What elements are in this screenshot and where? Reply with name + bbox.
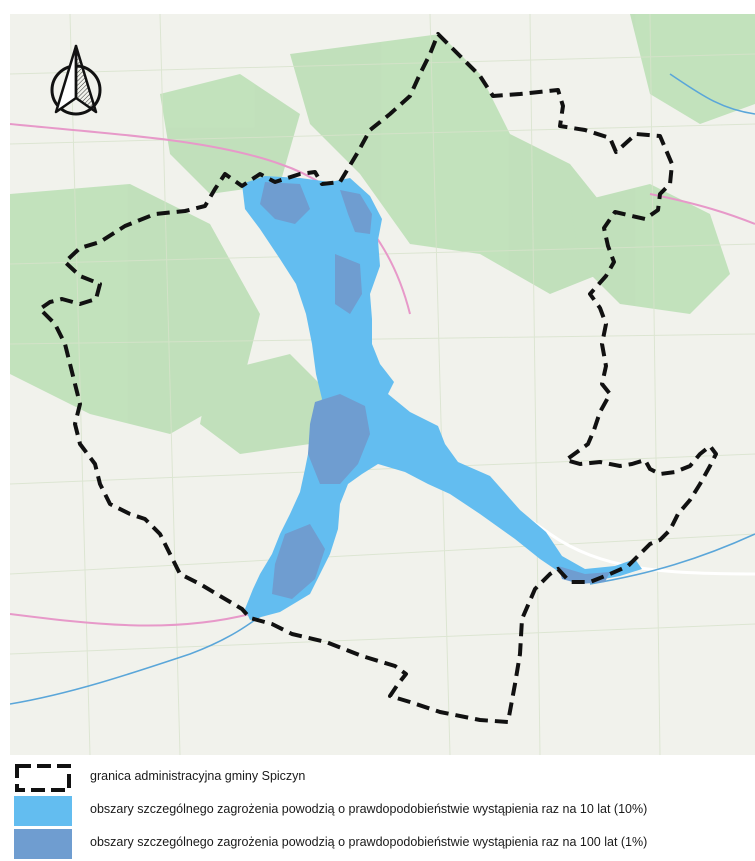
forest-east xyxy=(570,184,730,314)
rivers xyxy=(10,73,755,705)
legend-label-flood-10: obszary szczególnego zagrożenia powodzią… xyxy=(90,802,648,816)
forest-center xyxy=(200,354,330,454)
road-regional-east xyxy=(649,193,755,225)
flood-zone-100[interactable] xyxy=(260,182,610,599)
legend-label-boundary: granica administracyjna gminy Spiczyn xyxy=(90,769,306,783)
forest-northwest xyxy=(160,74,300,194)
gmina-boundary[interactable] xyxy=(38,32,718,724)
legend-item-flood-100: obszary szczególnego zagrożenia powodzią… xyxy=(14,829,754,861)
flood-100-north-west xyxy=(260,182,310,224)
legend-swatch-flood-100 xyxy=(14,829,72,859)
river-wieprz-east xyxy=(589,533,755,585)
flood-100-north xyxy=(340,190,372,234)
road-regional xyxy=(10,123,411,315)
flood-100-mid xyxy=(335,254,362,314)
forest-northeast xyxy=(630,14,755,124)
legend-item-boundary: granica administracyjna gminy Spiczyn xyxy=(14,763,754,795)
forest-north xyxy=(290,34,610,294)
legend-label-flood-100: obszary szczególnego zagrożenia powodzią… xyxy=(90,835,648,849)
legend-item-flood-10: obszary szczególnego zagrożenia powodzią… xyxy=(14,796,754,828)
road-regional-south xyxy=(10,613,251,627)
legend-swatch-boundary xyxy=(15,764,71,792)
field-parcels xyxy=(10,14,755,755)
north-arrow-icon xyxy=(50,44,102,116)
map-legend: granica administracyjna gminy Spiczyn ob… xyxy=(0,755,755,861)
legend-swatch-flood-10 xyxy=(14,796,72,826)
map-canvas[interactable] xyxy=(10,14,755,755)
river-wieprz xyxy=(10,608,271,705)
flood-100-central xyxy=(308,394,370,484)
map-frame[interactable] xyxy=(10,14,755,755)
river-north xyxy=(669,73,755,115)
flood-100-south xyxy=(272,524,325,599)
